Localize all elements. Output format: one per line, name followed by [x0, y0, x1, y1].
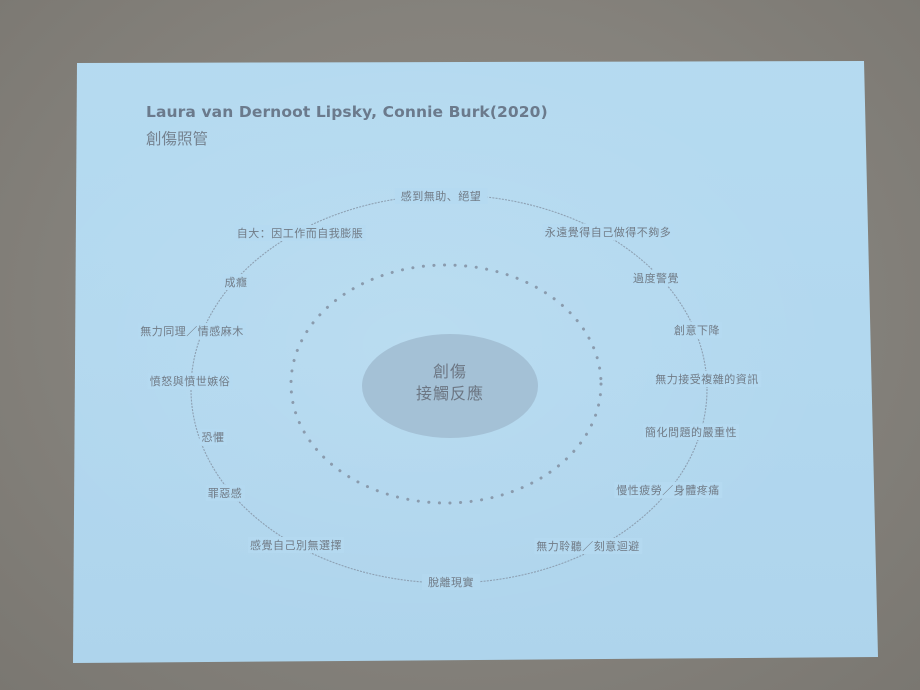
node-label-left-4: 憤怒與憤世嫉俗 — [147, 373, 233, 389]
node-label-left-1: 自大：因工作而自我膨脹 — [234, 225, 366, 241]
node-label-right-3: 創意下降 — [672, 322, 722, 338]
center-label: 創傷 接觸反應 — [416, 361, 484, 405]
node-label-top: 感到無助、絕望 — [394, 188, 488, 204]
node-label-right-2: 過度警覺 — [631, 270, 681, 286]
node-label-left-2: 成癮 — [222, 274, 250, 290]
node-label-left-3: 無力同理／情感麻木 — [138, 323, 246, 339]
node-label-left-7: 感覺自己別無選擇 — [248, 537, 344, 553]
node-label-right-7: 無力聆聽／刻意迴避 — [534, 538, 642, 554]
center-ellipse — [362, 334, 538, 438]
slide-title-authors: Laura van Dernoot Lipsky, Connie Burk(20… — [146, 103, 548, 121]
node-label-left-5: 恐懼 — [199, 429, 227, 445]
node-label-left-6: 罪惡感 — [205, 485, 245, 501]
center-label-line1: 創傷 — [432, 362, 468, 381]
node-label-right-1: 永遠覺得自己做得不夠多 — [542, 224, 674, 240]
node-label-bottom: 脫離現實 — [422, 574, 480, 590]
slide-subtitle: 創傷照管 — [146, 130, 209, 148]
node-label-right-4: 無力接受複雜的資訊 — [653, 371, 761, 387]
center-label-line2: 接觸反應 — [415, 384, 485, 403]
node-label-right-6: 慢性疲勞／身體疼痛 — [614, 482, 722, 498]
node-label-right-5: 簡化問題的嚴重性 — [643, 424, 739, 440]
dotted-ring — [289, 263, 603, 505]
